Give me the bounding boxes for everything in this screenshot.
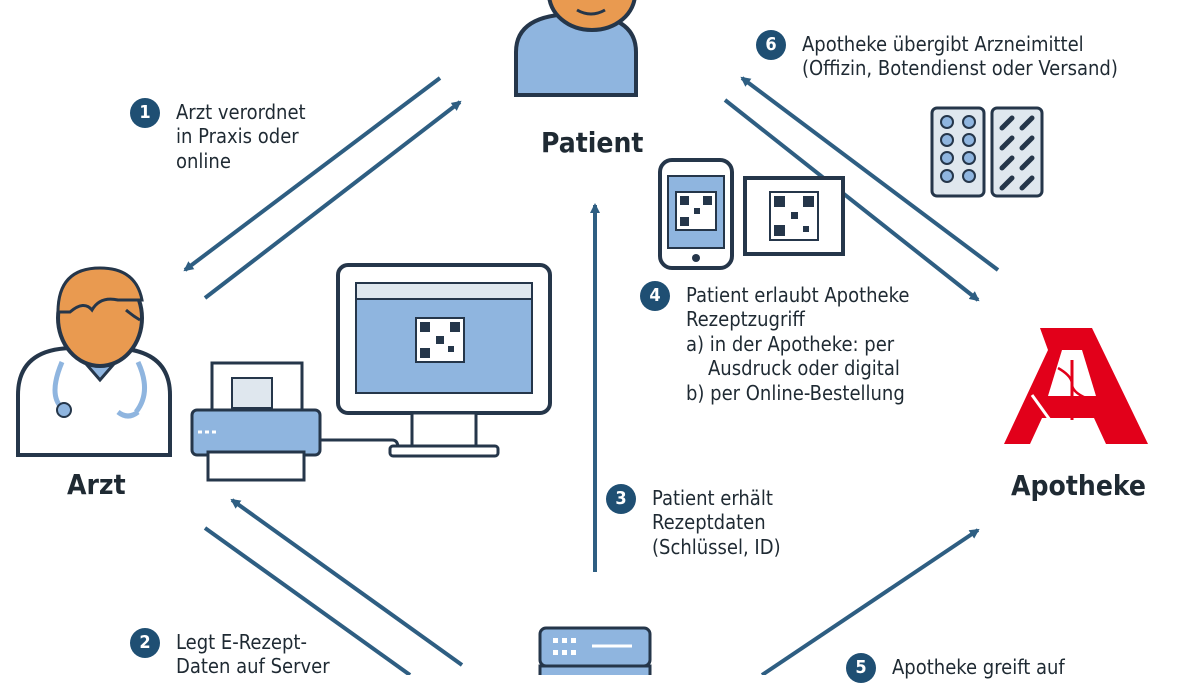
step-badge: 4	[640, 281, 670, 311]
smartphone-icon	[658, 158, 734, 270]
person-icon	[514, 0, 638, 97]
step-1: 1 Arzt verordnet in Praxis oder online	[130, 98, 306, 173]
node-label-doctor: Arzt	[67, 468, 126, 501]
step-line: Apotheke greift auf	[892, 655, 1065, 679]
step-line: Ausdruck oder digital	[708, 356, 900, 381]
printer-icon	[190, 361, 322, 482]
doctor-icon	[16, 266, 172, 457]
server-icon	[538, 626, 652, 675]
printer-cable	[320, 438, 400, 452]
arrow-server-to-doctor	[230, 498, 464, 667]
arrow-doctor-to-patient	[203, 100, 462, 300]
step-badge: 2	[130, 628, 160, 658]
step-badge: 6	[756, 30, 786, 60]
step-line: Patient erlaubt Apotheke	[686, 283, 910, 307]
step-line: Rezeptdaten	[652, 510, 766, 535]
printout-icon	[743, 176, 845, 256]
arrow-patient-to-doctor	[183, 76, 442, 272]
pill-blister-icon	[930, 106, 1044, 198]
step-3: 3 Patient erhält Rezeptdaten (Schlüssel,…	[606, 484, 781, 559]
arrow-patient-to-pharmacy	[723, 98, 980, 302]
step-line: Legt E-Rezept-	[176, 630, 307, 654]
step-line: Rezeptzugriff	[686, 307, 805, 332]
step-badge: 3	[606, 484, 636, 514]
arrow-server-to-pharmacy	[760, 528, 980, 675]
step-5: 5 Apotheke greift auf	[846, 653, 1065, 683]
step-6: 6 Apotheke übergibt Arzneimittel (Offizi…	[756, 30, 1118, 81]
node-label-pharmacy: Apotheke	[1011, 469, 1146, 502]
step-line: Arzt verordnet	[176, 100, 306, 124]
step-line: Patient erhält	[652, 486, 773, 510]
arrow-pharmacy-to-patient	[740, 76, 1000, 272]
arrow-doctor-to-server	[203, 526, 412, 675]
step-line: Apotheke übergibt Arzneimittel	[802, 32, 1084, 56]
step-line: a) in der Apotheke: per	[686, 331, 895, 356]
pharmacy-a-logo	[1004, 328, 1148, 444]
step-line: Daten auf Server	[176, 654, 330, 679]
step-4: 4 Patient erlaubt Apotheke Rezeptzugriff…	[640, 281, 910, 405]
step-line: online	[176, 148, 231, 173]
step-line: (Offizin, Botendienst oder Versand)	[802, 56, 1118, 81]
step-line: (Schlüssel, ID)	[652, 534, 781, 559]
step-2: 2 Legt E-Rezept- Daten auf Server	[130, 628, 330, 679]
step-badge: 5	[846, 653, 876, 683]
step-badge: 1	[130, 98, 160, 128]
step-line: in Praxis oder	[176, 124, 299, 149]
monitor-icon	[336, 263, 552, 458]
step-line: b) per Online-Bestellung	[686, 380, 905, 405]
node-label-patient: Patient	[541, 126, 644, 159]
